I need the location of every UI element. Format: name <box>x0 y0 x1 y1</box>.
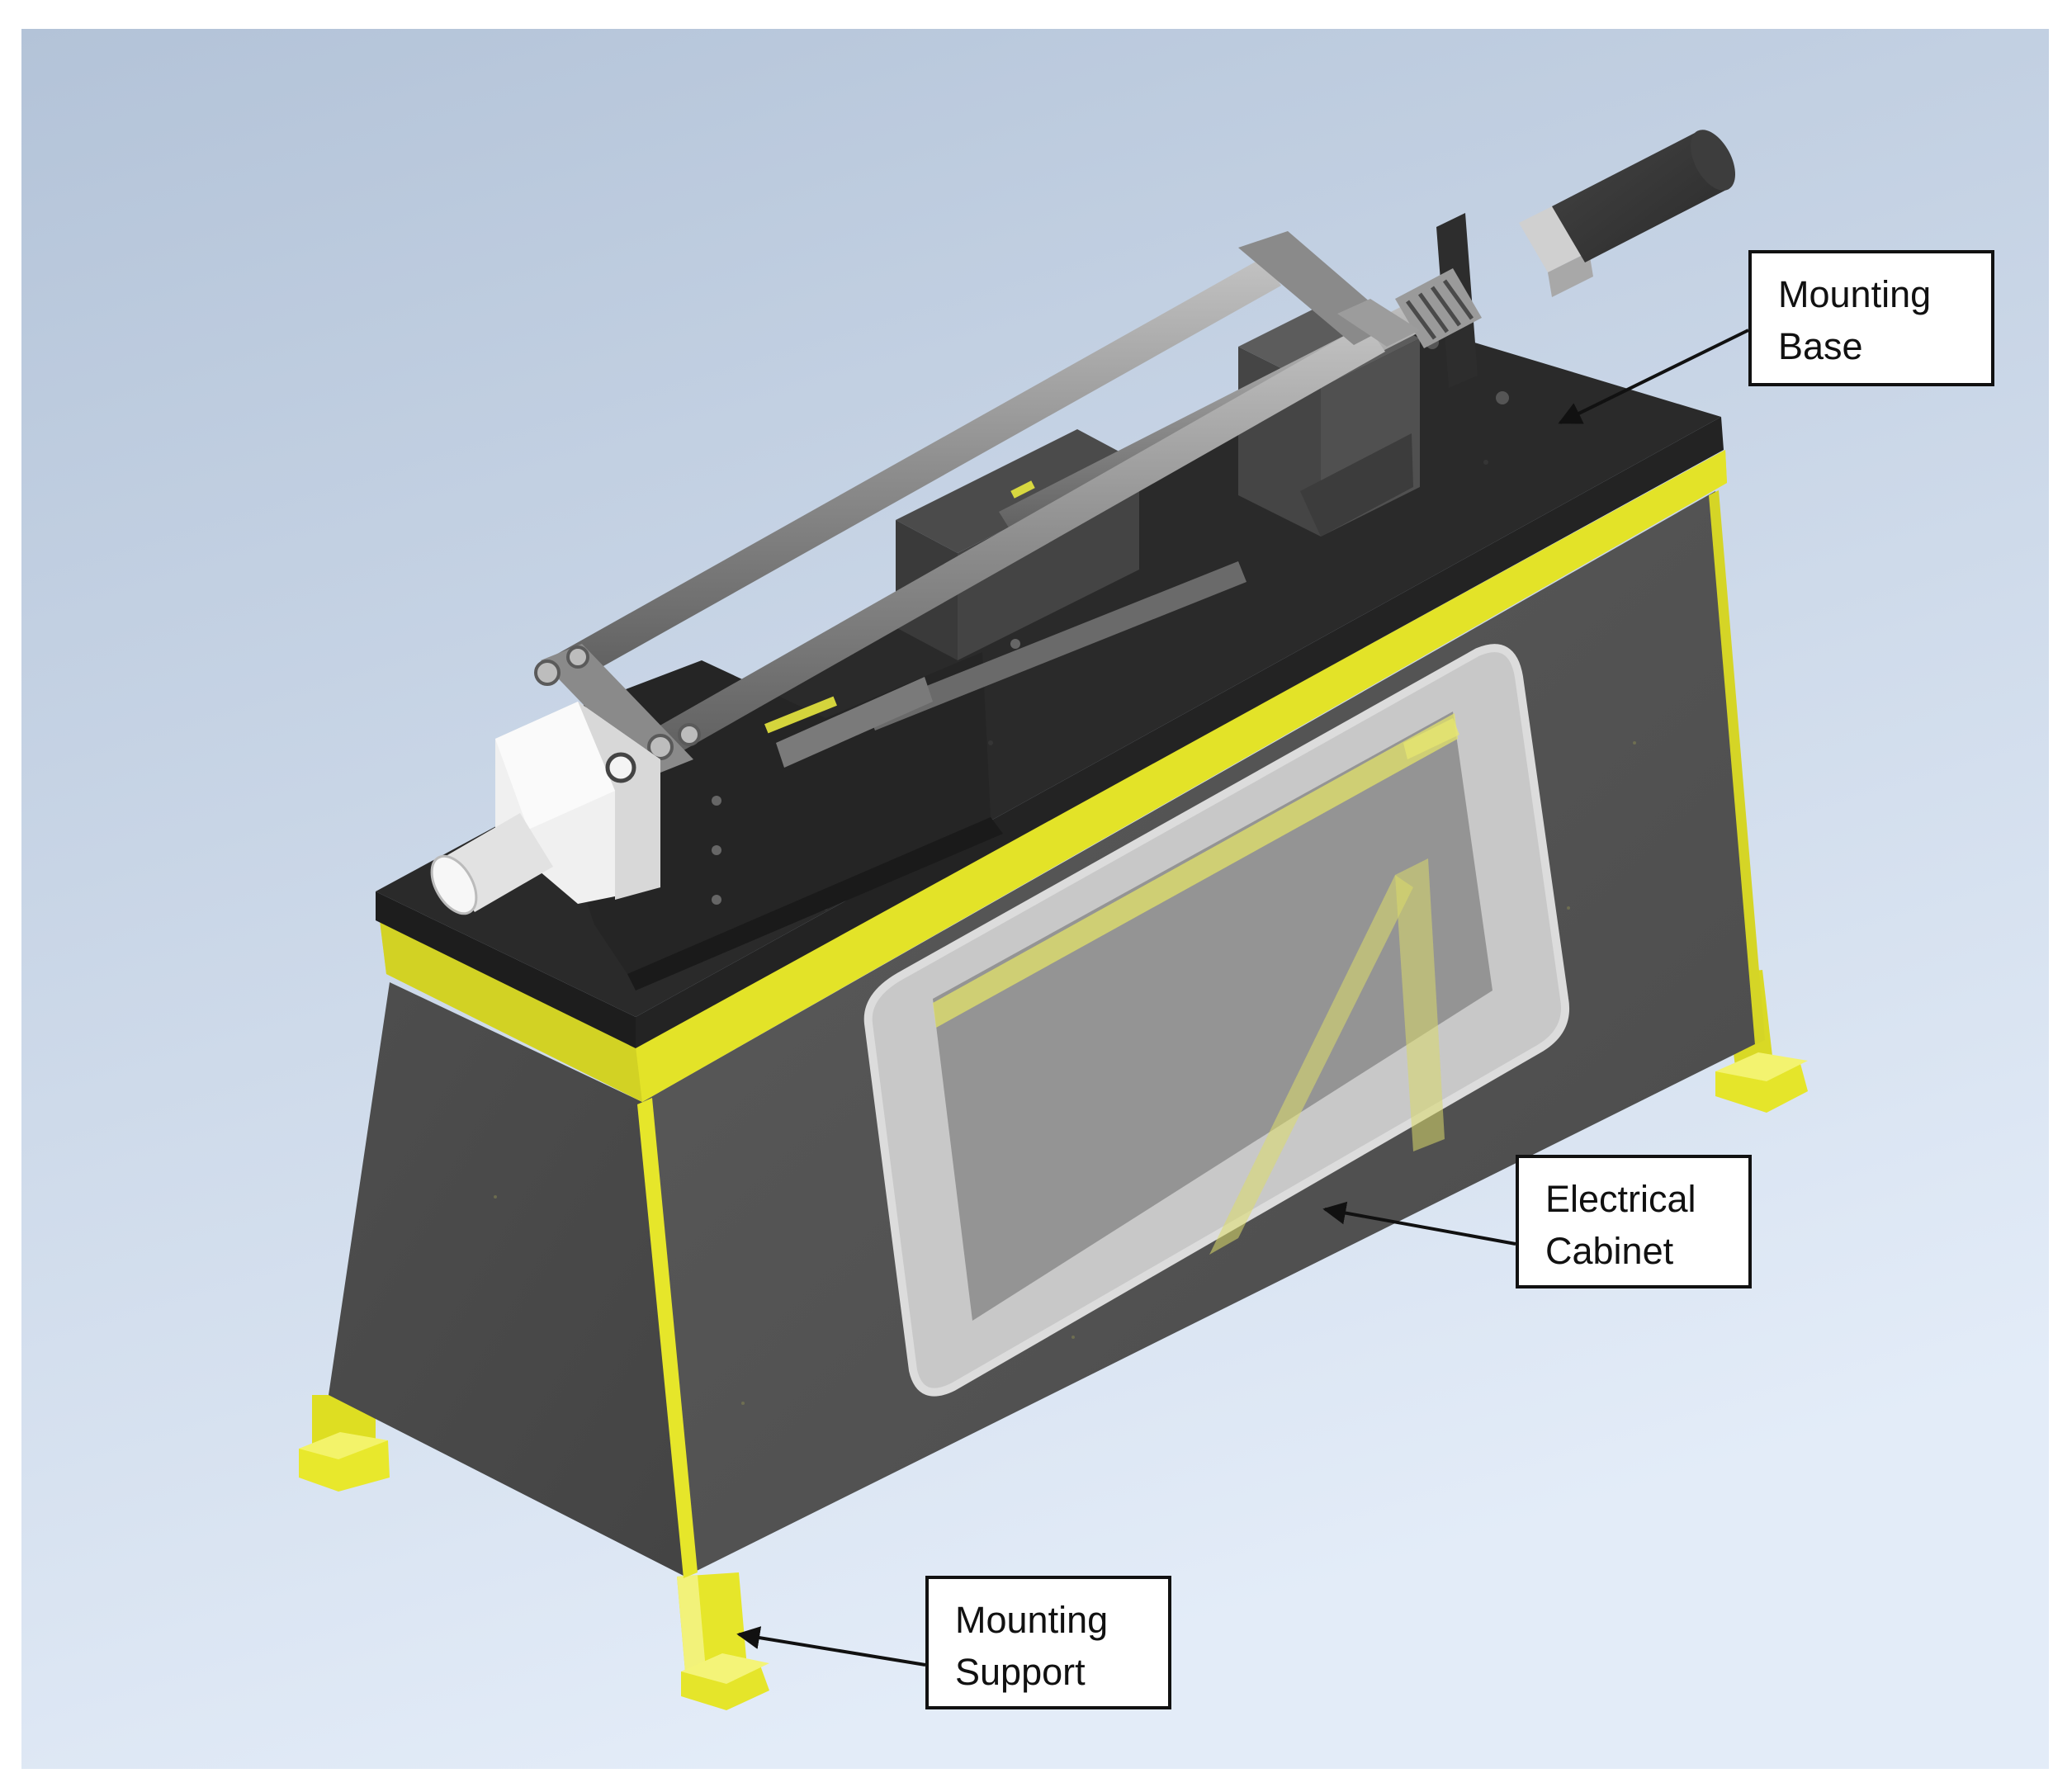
callout-electrical-cabinet-line2: Cabinet <box>1545 1230 1674 1272</box>
callout-mounting-base: Mounting Base <box>1748 250 1994 386</box>
leader-arrows <box>736 329 1749 1667</box>
callout-mounting-support: Mounting Support <box>925 1576 1171 1709</box>
guide-rod-front <box>644 324 1385 764</box>
callout-mounting-support-line1: Mounting <box>955 1599 1109 1641</box>
cabinet-window-glass <box>933 712 1493 1321</box>
cabinet-left-panel <box>329 982 685 1577</box>
callout-mounting-support-line2: Support <box>955 1651 1086 1693</box>
guide-rod-back <box>553 258 1281 685</box>
electrical-cabinet <box>329 490 1765 1578</box>
callout-mounting-base-line2: Base <box>1778 325 1863 367</box>
motor <box>1552 130 1736 262</box>
callout-mounting-base-line1: Mounting <box>1778 273 1932 315</box>
callout-electrical-cabinet: Electrical Cabinet <box>1516 1155 1752 1288</box>
front-clamp-housing <box>430 702 660 915</box>
arrow-electrical-cabinet <box>1322 1201 1516 1246</box>
arrow-mounting-support <box>736 1626 926 1667</box>
cabinet-corner-edge <box>637 1098 698 1578</box>
test-fixture-assembly <box>430 130 1736 991</box>
callout-electrical-cabinet-line1: Electrical <box>1545 1178 1696 1220</box>
arrow-mounting-base <box>1558 329 1749 424</box>
